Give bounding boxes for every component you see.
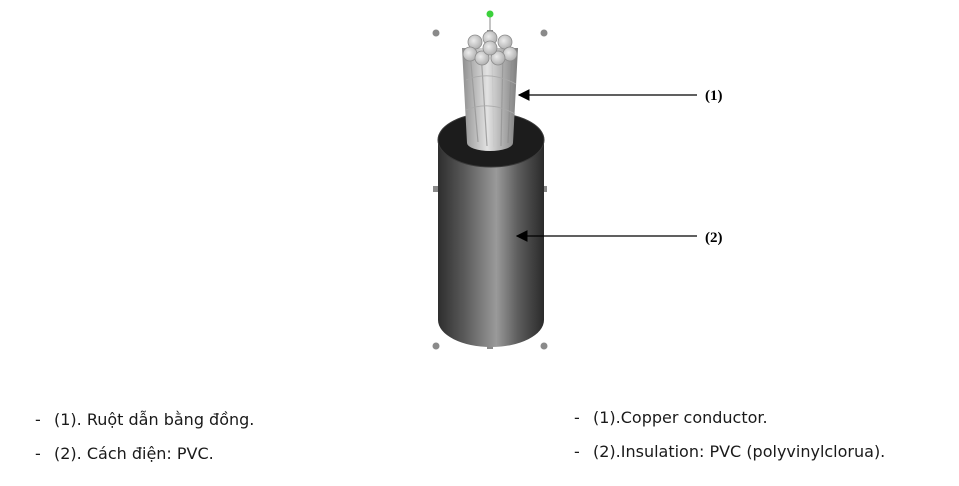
resize-handle-bottom-left[interactable] — [432, 342, 440, 350]
legend-english: -(1).Copper conductor. -(2).Insulation: … — [574, 407, 885, 475]
resize-handle-top-right[interactable] — [540, 29, 548, 37]
callout-2-label: (2) — [705, 230, 723, 246]
callout-1: (1) — [517, 88, 723, 104]
legend-vietnamese: -(1). Ruột dẫn bằng đồng. -(2). Cách điệ… — [35, 409, 254, 477]
legend-bullet: - — [574, 408, 580, 427]
legend-vi-item-2: -(2). Cách điện: PVC. — [35, 443, 254, 477]
resize-handle-top-left[interactable] — [432, 29, 440, 37]
resize-handle-bottom-right[interactable] — [540, 342, 548, 350]
callout-1-label: (1) — [705, 88, 723, 104]
legend-text: (2).Insulation: PVC (polyvinylclorua). — [593, 442, 886, 461]
legend-bullet: - — [35, 444, 41, 463]
callout-2: (2) — [515, 230, 723, 246]
legend-text: (2). Cách điện: PVC. — [54, 444, 214, 463]
legend-text: (1).Copper conductor. — [593, 408, 768, 427]
legend-text: (1). Ruột dẫn bằng đồng. — [54, 410, 255, 429]
legend-vi-item-1: -(1). Ruột dẫn bằng đồng. — [35, 409, 254, 443]
resize-handle-left[interactable] — [433, 186, 439, 192]
legend-bullet: - — [35, 410, 41, 429]
legend-en-item-1: -(1).Copper conductor. — [574, 407, 885, 441]
legend-en-item-2: -(2).Insulation: PVC (polyvinylclorua). — [574, 441, 885, 475]
conductor-bundle — [462, 30, 518, 151]
rotate-handle[interactable] — [486, 10, 494, 18]
strand-ends — [462, 30, 518, 66]
legend-bullet: - — [574, 442, 580, 461]
